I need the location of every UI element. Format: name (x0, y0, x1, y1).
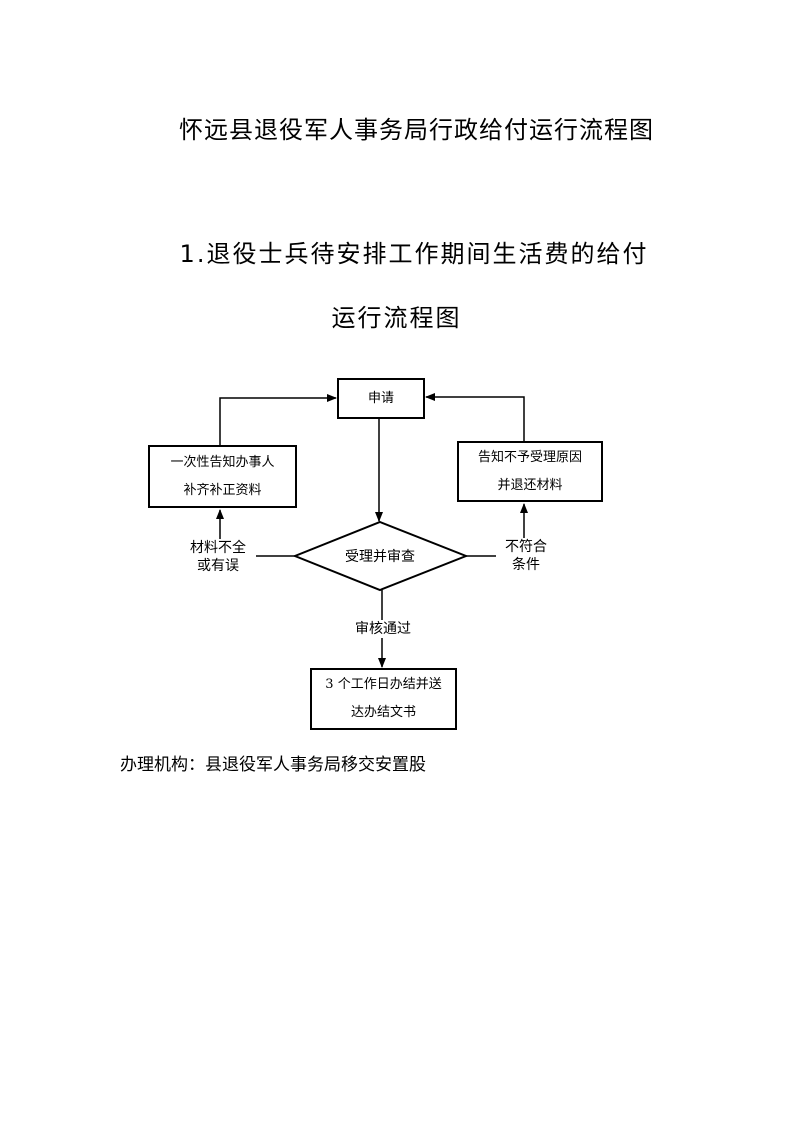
review-label: 受理并审查 (345, 549, 415, 565)
result-label-line2: 达办结文书 (350, 705, 416, 720)
edge-label-incomplete: 材料不全 或有误 (180, 539, 256, 575)
edge-label-incomplete-line2: 或有误 (197, 558, 239, 574)
edge-supplement-to-apply (219, 394, 337, 445)
supplement-box: 一次性告知办事人 补齐补正资料 (148, 445, 297, 508)
edge-label-not-eligible: 不符合 条件 (496, 538, 556, 574)
edge-reject-to-apply (425, 393, 525, 441)
result-label-line1: 3 个工作日办结并送 (325, 677, 442, 692)
review-diamond (292, 520, 469, 592)
edge-label-not-eligible-line1: 不符合 (505, 539, 547, 555)
section-title-line1: 1.退役士兵待安排工作期间生活费的给付 (179, 240, 649, 268)
reject-label-line1: 告知不予受理原因 (477, 449, 582, 465)
edge-label-not-eligible-line2: 条件 (512, 557, 540, 573)
supplement-label-line1: 一次性告知办事人 (170, 454, 275, 470)
edge-label-approved: 审核通过 (345, 620, 421, 638)
page-title: 怀远县退役军人事务局行政给付运行流程图 (179, 116, 654, 144)
apply-box: 申请 (337, 378, 425, 419)
handling-agency: 办理机构：县退役军人事务局移交安置股 (120, 755, 426, 775)
supplement-label-line2: 补齐补正资料 (183, 482, 262, 498)
edge-label-incomplete-line1: 材料不全 (190, 540, 246, 556)
result-box: 3 个工作日办结并送 达办结文书 (310, 668, 457, 730)
reject-label-line2: 并退还材料 (497, 477, 563, 493)
section-title-line2: 运行流程图 (331, 304, 462, 332)
reject-box: 告知不予受理原因 并退还材料 (457, 441, 603, 502)
apply-label: 申请 (367, 390, 394, 406)
